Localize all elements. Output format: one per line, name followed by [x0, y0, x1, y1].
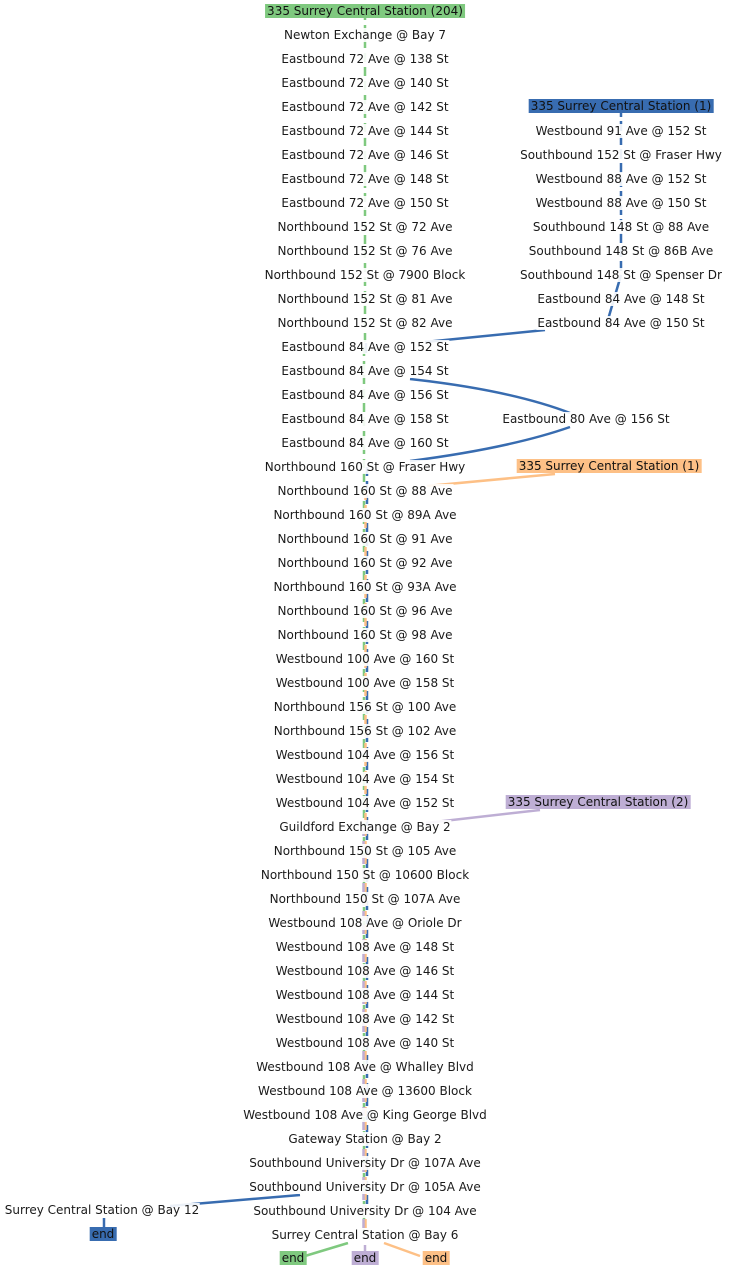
- branch-stop-label: Southbound 148 St @ 86B Ave: [527, 244, 715, 258]
- stop-label: Northbound 152 St @ 72 Ave: [276, 220, 454, 234]
- stop-label: Westbound 108 Ave @ 146 St: [274, 964, 456, 978]
- stop-label: Northbound 160 St @ 88 Ave: [276, 484, 454, 498]
- stop-label: Westbound 108 Ave @ Oriole Dr: [267, 916, 463, 930]
- stop-label: Northbound 152 St @ 76 Ave: [276, 244, 454, 258]
- stop-label: Eastbound 72 Ave @ 146 St: [280, 148, 450, 162]
- stop-label: Northbound 150 St @ 105 Ave: [272, 844, 458, 858]
- stop-label: Westbound 108 Ave @ 140 St: [274, 1036, 456, 1050]
- orange-end-connector: [383, 1241, 421, 1258]
- green-end-connector: [304, 1241, 349, 1258]
- stop-label: Eastbound 84 Ave @ 160 St: [280, 436, 450, 450]
- stop-label: Northbound 160 St @ 92 Ave: [276, 556, 454, 570]
- branch-stop-label: Eastbound 84 Ave @ 150 St: [536, 316, 706, 330]
- detour-stop-label: Eastbound 80 Ave @ 156 St: [501, 412, 671, 426]
- stop-label: Northbound 160 St @ 89A Ave: [272, 508, 458, 522]
- stop-label: Northbound 160 St @ 93A Ave: [272, 580, 458, 594]
- stop-label: Eastbound 84 Ave @ 158 St: [280, 412, 450, 426]
- stop-label: Northbound 160 St @ 96 Ave: [276, 604, 454, 618]
- stop-label: Westbound 108 Ave @ Whalley Blvd: [255, 1060, 475, 1074]
- end-badge-blue: end: [89, 1227, 117, 1241]
- branch-stop-label: Southbound 152 St @ Fraser Hwy: [519, 148, 723, 162]
- stop-label: Eastbound 72 Ave @ 138 St: [280, 52, 450, 66]
- end-badge-orange: end: [422, 1251, 450, 1265]
- route-badge-orange: 335 Surrey Central Station (1): [516, 459, 702, 473]
- branch-stop-label: Southbound 148 St @ Spenser Dr: [519, 268, 723, 282]
- stop-label: Westbound 104 Ave @ 154 St: [274, 772, 456, 786]
- stop-label: Gateway Station @ Bay 2: [287, 1132, 443, 1146]
- end-badge-purple: end: [351, 1251, 379, 1265]
- stop-label: Surrey Central Station @ Bay 6: [270, 1228, 460, 1242]
- stop-label: Westbound 100 Ave @ 158 St: [274, 676, 456, 690]
- route-badge-green: 335 Surrey Central Station (204): [265, 4, 465, 18]
- side-terminal-label: Surrey Central Station @ Bay 12: [3, 1203, 201, 1217]
- stop-label: Northbound 152 St @ 7900 Block: [263, 268, 467, 282]
- stop-label: Northbound 150 St @ 107A Ave: [268, 892, 462, 906]
- stop-label: Westbound 104 Ave @ 156 St: [274, 748, 456, 762]
- branch-stop-label: Westbound 91 Ave @ 152 St: [534, 124, 708, 138]
- stop-label: Westbound 108 Ave @ 144 St: [274, 988, 456, 1002]
- stop-label: Southbound University Dr @ 104 Ave: [252, 1204, 478, 1218]
- stop-label: Eastbound 72 Ave @ 142 St: [280, 100, 450, 114]
- branch-stop-label: Westbound 88 Ave @ 152 St: [534, 172, 708, 186]
- branch-stop-label: Eastbound 84 Ave @ 148 St: [536, 292, 706, 306]
- stop-label: Eastbound 84 Ave @ 154 St: [280, 364, 450, 378]
- stop-label: Northbound 156 St @ 102 Ave: [272, 724, 458, 738]
- stop-label: Westbound 108 Ave @ 13600 Block: [257, 1084, 473, 1098]
- stop-label: Eastbound 84 Ave @ 156 St: [280, 388, 450, 402]
- stop-label: Westbound 108 Ave @ King George Blvd: [242, 1108, 488, 1122]
- stop-label: Northbound 160 St @ 98 Ave: [276, 628, 454, 642]
- stop-label: Eastbound 72 Ave @ 148 St: [280, 172, 450, 186]
- stop-label: Eastbound 84 Ave @ 152 St: [280, 340, 450, 354]
- stop-label: Northbound 152 St @ 81 Ave: [276, 292, 454, 306]
- stop-label: Eastbound 72 Ave @ 140 St: [280, 76, 450, 90]
- stop-label: Westbound 100 Ave @ 160 St: [274, 652, 456, 666]
- route-badge-purple: 335 Surrey Central Station (2): [505, 795, 691, 809]
- detour-out-connector: [409, 377, 571, 415]
- detour-in-connector: [409, 425, 571, 463]
- stop-label: Northbound 152 St @ 82 Ave: [276, 316, 454, 330]
- stop-label: Southbound University Dr @ 107A Ave: [248, 1156, 482, 1170]
- stop-label: Westbound 108 Ave @ 142 St: [274, 1012, 456, 1026]
- end-badge-green: end: [279, 1251, 307, 1265]
- stop-label: Westbound 104 Ave @ 152 St: [274, 796, 456, 810]
- stop-label: Eastbound 72 Ave @ 150 St: [280, 196, 450, 210]
- stop-label: Eastbound 72 Ave @ 144 St: [280, 124, 450, 138]
- stop-label: Northbound 160 St @ Fraser Hwy: [263, 460, 467, 474]
- stop-label: Northbound 150 St @ 10600 Block: [259, 868, 471, 882]
- stop-label: Southbound University Dr @ 105A Ave: [248, 1180, 482, 1194]
- stop-label: Guildford Exchange @ Bay 2: [278, 820, 452, 834]
- stop-label: Newton Exchange @ Bay 7: [282, 28, 448, 42]
- branch-stop-label: Westbound 88 Ave @ 150 St: [534, 196, 708, 210]
- branch-stop-label: Southbound 148 St @ 88 Ave: [531, 220, 711, 234]
- stop-label: Northbound 156 St @ 100 Ave: [272, 700, 458, 714]
- stop-label: Northbound 160 St @ 91 Ave: [276, 532, 454, 546]
- route-badge-blue: 335 Surrey Central Station (1): [528, 99, 714, 113]
- stop-label: Westbound 108 Ave @ 148 St: [274, 940, 456, 954]
